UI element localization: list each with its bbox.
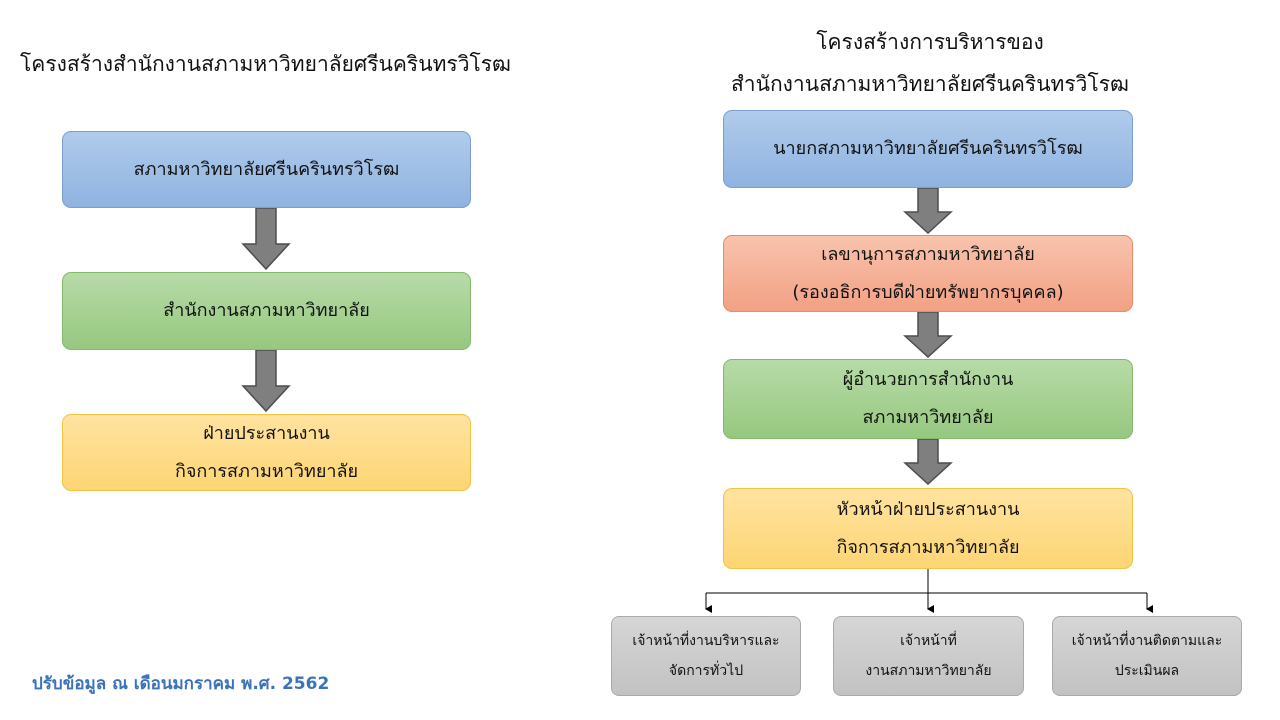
right-box-coordination-head: หัวหน้าฝ่ายประสานงาน กิจการสภามหาวิทยาลั…	[723, 488, 1133, 569]
right-box-council-chair: นายกสภามหาวิทยาลัยศรีนครินทรวิโรฒ	[723, 110, 1133, 188]
down-arrow-icon	[903, 312, 953, 358]
box-line: (รองอธิการบดีฝ่ายทรัพยากรบุคคล)	[792, 281, 1064, 303]
left-title: โครงสร้างสำนักงานสภามหาวิทยาลัยศรีนครินท…	[20, 52, 512, 76]
box-line: เจ้าหน้าที่	[900, 633, 957, 649]
box-line: เลขานุการสภามหาวิทยาลัย	[821, 243, 1035, 265]
box-line: เจ้าหน้าที่งานติดตามและ	[1071, 633, 1223, 649]
box-line: สำนักงานสภามหาวิทยาลัย	[163, 300, 370, 321]
box-line: กิจการสภามหาวิทยาลัย	[836, 536, 1020, 558]
box-line: จัดการทั่วไป	[668, 663, 744, 679]
down-arrow-icon	[903, 188, 953, 234]
right-box-council-secretary: เลขานุการสภามหาวิทยาลัย (รองอธิการบดีฝ่า…	[723, 235, 1133, 312]
box-line: งานสภามหาวิทยาลัย	[865, 663, 992, 679]
left-box-coordination-division: ฝ่ายประสานงาน กิจการสภามหาวิทยาลัย	[62, 414, 471, 491]
left-box-council-office: สำนักงานสภามหาวิทยาลัย	[62, 272, 471, 350]
box-line: ผู้อำนวยการสำนักงาน	[842, 369, 1014, 390]
down-arrow-icon	[903, 439, 953, 485]
left-box-university-council: สภามหาวิทยาลัยศรีนครินทรวิโรฒ	[62, 131, 471, 208]
box-line: สภามหาวิทยาลัยศรีนครินทรวิโรฒ	[133, 158, 400, 180]
box-line: ประเมินผล	[1114, 663, 1180, 679]
right-title-line2: สำนักงานสภามหาวิทยาลัยศรีนครินทรวิโรฒ	[730, 72, 1129, 96]
down-arrow-icon	[241, 350, 291, 412]
down-arrow-icon	[241, 208, 291, 270]
box-line: สภามหาวิทยาลัย	[862, 407, 994, 428]
sub-box-monitoring-evaluation: เจ้าหน้าที่งานติดตามและ ประเมินผล	[1052, 616, 1242, 696]
box-line: นายกสภามหาวิทยาลัยศรีนครินทรวิโรฒ	[773, 138, 1083, 159]
sub-box-general-admin: เจ้าหน้าที่งานบริหารและ จัดการทั่วไป	[611, 616, 801, 696]
box-line: กิจการสภามหาวิทยาลัย	[174, 460, 359, 482]
sub-box-council-staff: เจ้าหน้าที่ งานสภามหาวิทยาลัย	[833, 616, 1024, 696]
update-note: ปรับข้อมูล ณ เดือนมกราคม พ.ศ. 2562	[32, 674, 330, 694]
right-title-line1: โครงสร้างการบริหารของ	[816, 30, 1044, 54]
box-line: ฝ่ายประสานงาน	[203, 422, 330, 444]
box-line: เจ้าหน้าที่งานบริหารและ	[632, 633, 780, 649]
box-line: หัวหน้าฝ่ายประสานงาน	[836, 498, 1020, 520]
right-box-office-director: ผู้อำนวยการสำนักงาน สภามหาวิทยาลัย	[723, 359, 1133, 439]
